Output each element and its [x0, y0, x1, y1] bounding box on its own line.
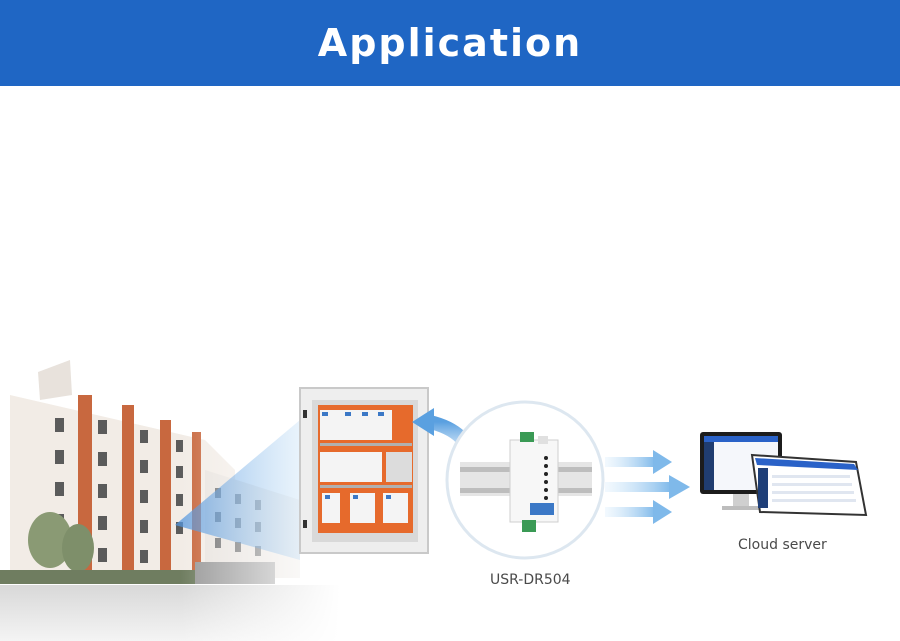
page-title: Application — [317, 21, 583, 65]
application-illustration — [0, 360, 868, 641]
electrical-cabinet-image — [299, 387, 429, 554]
cloud-server-label: Cloud server — [738, 537, 827, 553]
data-arrows — [605, 450, 690, 524]
device-label: USR-DR504 — [490, 572, 571, 588]
header-banner: Application — [0, 0, 900, 86]
usr-dr504-device-image — [445, 400, 605, 560]
cloud-server-monitor-image — [700, 432, 868, 517]
signal-beam — [175, 420, 300, 560]
